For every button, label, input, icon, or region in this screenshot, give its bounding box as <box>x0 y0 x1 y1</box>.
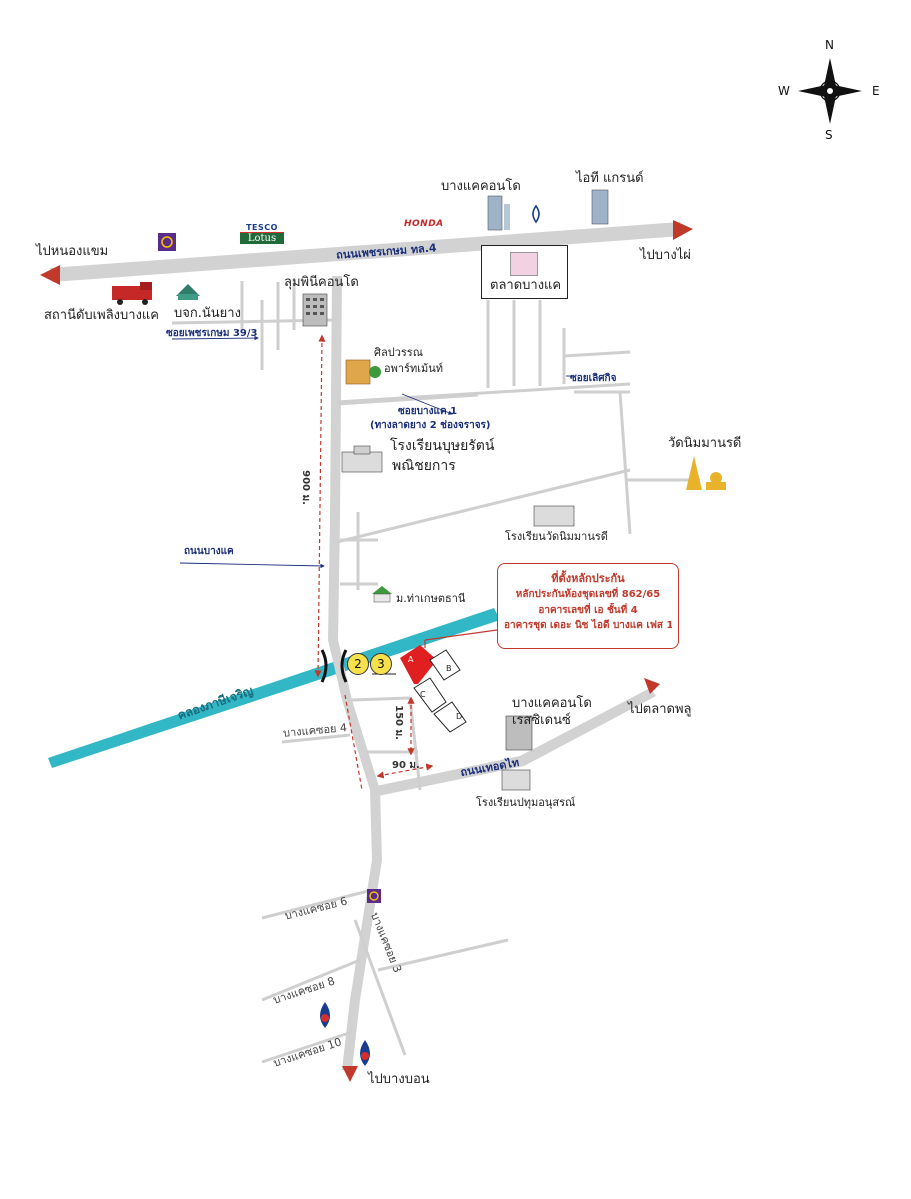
label-to-bang-phai: ไปบางไผ่ <box>640 248 691 263</box>
arrow-to-bang-bon <box>342 1066 358 1082</box>
compass-w: W <box>778 84 790 98</box>
therd-thai-road <box>376 688 656 796</box>
label-building-b: B <box>446 664 452 673</box>
ptt-station-icon <box>360 1040 370 1066</box>
label-to-nong-khaem: ไปหนองแขม <box>36 244 109 259</box>
label-pointers <box>171 335 575 569</box>
arrow-to-nong-khaem <box>40 265 60 285</box>
label-fire-station: สถานีดับเพลิงบางแค <box>44 308 159 323</box>
building-a <box>400 645 437 684</box>
label-building-c: C <box>420 690 426 699</box>
building-icon <box>345 359 381 385</box>
label-distance-90: 90 ม. <box>392 760 420 771</box>
label-bang-khae-condo-top: บางแคคอนโด <box>441 179 521 194</box>
tesco-lotus-logo: TESCO Lotus <box>240 223 284 247</box>
building-c <box>413 677 447 713</box>
label-soi-loet-kit: ซอยเลิศกิจ <box>570 373 617 384</box>
compass-s: S <box>825 128 833 142</box>
bridge-marker <box>320 649 348 683</box>
property-location-callout: ที่ตั้งหลักประกัน หลักประกันห้องชุดเลขที… <box>497 563 679 649</box>
callout-line-2: หลักประกันห้องชุดเลขที่ 862/65 <box>515 589 661 601</box>
temple-icon <box>686 456 726 490</box>
building-icon <box>176 284 200 300</box>
callout-line-4: อาคารชุด เดอะ นิช ไอดี บางแค เฟส 1 <box>504 620 672 632</box>
house-icon <box>372 586 392 603</box>
label-distance-150: 150 ม. <box>392 705 404 740</box>
label-boonyarat-1: โรงเรียนบุษยรัตน์ <box>390 438 495 454</box>
compass-e: E <box>872 84 880 98</box>
scb-bank-icon <box>367 889 381 903</box>
label-nan-yang: บจก.นันยาง <box>174 306 241 321</box>
label-bang-khae-condo-res-1: บางแคคอนโด <box>512 696 592 711</box>
distance-lines <box>314 334 434 791</box>
callout-line-1: ที่ตั้งหลักประกัน <box>551 572 625 585</box>
label-sinwan-2: อพาร์ทเม้นท์ <box>384 362 443 375</box>
market-icon <box>510 252 538 276</box>
label-sumphin-condo: ลุมพินีคอนโด <box>284 275 359 290</box>
label-bang-khae-condo-res-2: เรสซิเดนซ์ <box>512 713 571 728</box>
label-wat-nimmanoradee: วัดนิมมานรดี <box>668 436 742 451</box>
marker-3: 3 <box>370 653 392 675</box>
building-b <box>429 649 461 681</box>
label-to-bang-bon: ไปบางบอน <box>368 1072 430 1087</box>
building-icon <box>341 445 383 473</box>
bang-khae-market: ตลาดบางแค <box>481 245 568 299</box>
building-icon <box>487 195 510 231</box>
label-bang-khae-road: ถนนบางแค <box>184 546 234 557</box>
compass-icon <box>798 58 862 124</box>
canal <box>48 608 500 768</box>
marker-2: 2 <box>347 653 369 675</box>
building-d <box>433 701 467 733</box>
label-tha-kaset-thani: ม.ท่าเกษตธานี <box>396 592 466 605</box>
label-pathum-school: โรงเรียนปทุมอนุสรณ์ <box>476 796 576 809</box>
fire-truck-icon <box>112 282 152 305</box>
label-bang-khae-market: ตลาดบางแค <box>490 278 562 293</box>
compass-n: N <box>825 38 834 52</box>
label-distance-900: 900 ม. <box>299 470 311 505</box>
building-icon <box>302 293 328 327</box>
label-soi-bang-khae-1-note: (ทางลาดยาง 2 ช่องจราจร) <box>370 420 491 431</box>
property-site <box>372 629 498 733</box>
label-sinwan-1: ศิลปวรรณ <box>374 346 423 359</box>
label-building-d: D <box>456 712 463 721</box>
ptt-station-icon <box>320 1002 330 1028</box>
bangkok-bank-icon <box>532 204 540 224</box>
minor-roads <box>171 281 700 1064</box>
honda-logo: HONDA <box>404 219 444 229</box>
label-soi-phetkasem-39-3: ซอยเพชรเกษม 39/3 <box>166 328 258 339</box>
label-it-grand: ไอที แกรนด์ <box>576 171 644 186</box>
arrow-to-bang-phai <box>673 220 693 240</box>
scb-bank-icon <box>158 233 176 251</box>
label-to-talat-phlu: ไปตลาดพลู <box>628 702 692 717</box>
label-wat-nimmanoradee-school: โรงเรียนวัดนิมมานรดี <box>505 530 608 543</box>
arrow-to-talat-phlu <box>644 678 660 694</box>
building-icon <box>505 715 533 751</box>
building-icon <box>501 769 531 791</box>
label-building-a: A <box>408 655 414 664</box>
callout-line-3: อาคารเลขที่ เอ ชั้นที่ 4 <box>538 604 638 616</box>
building-icon <box>591 189 609 225</box>
building-icon <box>533 505 575 527</box>
label-boonyarat-2: พณิชยการ <box>392 458 456 474</box>
label-soi-bang-khae-1: ซอยบางแค 1 <box>398 406 458 417</box>
phetkasem-road <box>40 220 693 285</box>
bang-khae-road <box>328 276 382 1070</box>
